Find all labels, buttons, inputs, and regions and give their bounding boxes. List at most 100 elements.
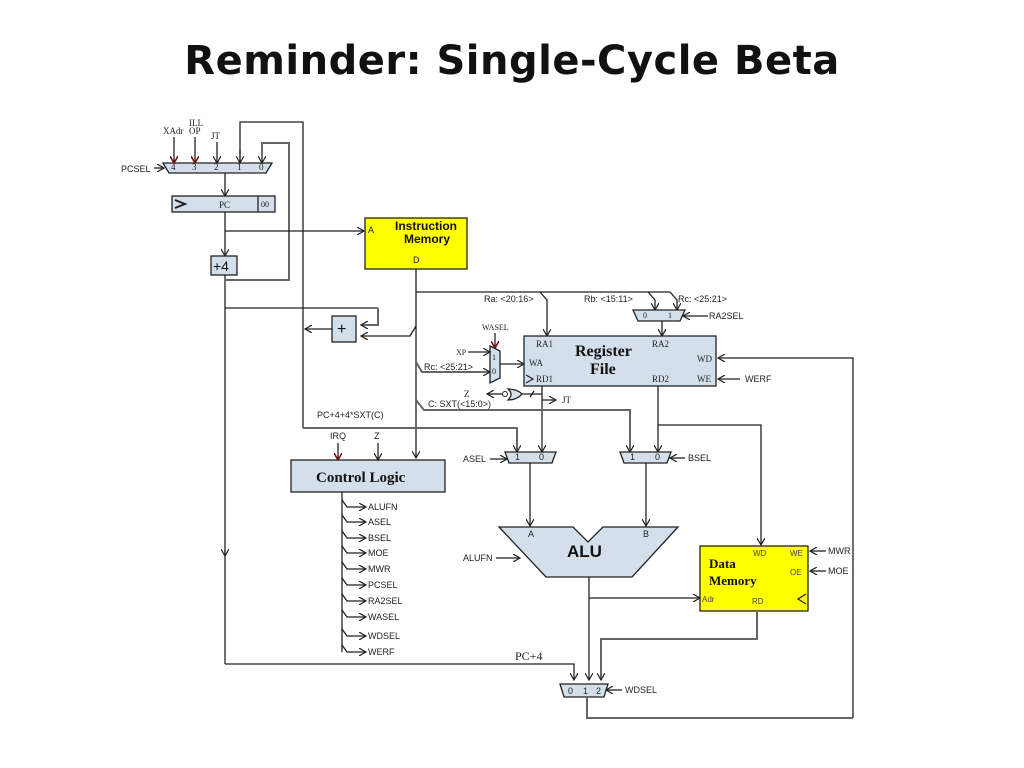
bsel-label: BSEL xyxy=(688,453,711,463)
control-output-ra2sel: RA2SEL xyxy=(341,593,403,606)
rc-field-label: Rc: <25:21> xyxy=(678,294,727,304)
xp-label: XP xyxy=(456,348,467,357)
z-output-label: Z xyxy=(464,389,470,399)
alufn-label: ALUFN xyxy=(463,553,493,563)
illop-label-1: ILL xyxy=(189,118,203,128)
incrementer-label: +4 xyxy=(213,258,229,274)
jt-output-label: JT xyxy=(562,395,572,405)
illop-label-2: OP xyxy=(189,126,201,136)
werf-label: WERF xyxy=(745,374,772,384)
pc-register: PC 00 xyxy=(171,195,276,213)
control-output-wdsel: WDSEL xyxy=(341,628,400,641)
dmem-port-wd: WD xyxy=(753,549,767,558)
irq-label: IRQ xyxy=(330,431,346,441)
wasel-input-0: 0 xyxy=(492,367,496,376)
dmem-port-we: WE xyxy=(790,549,803,558)
ra2sel-input-0: 0 xyxy=(643,311,647,320)
rf-port-wa: WA xyxy=(529,358,543,368)
branch-adder-label: + xyxy=(337,321,346,338)
imem-port-d: D xyxy=(413,255,420,265)
ra2sel-mux: 0 1 xyxy=(631,309,687,322)
svg-text:BSEL: BSEL xyxy=(368,533,391,543)
wasel-label: WASEL xyxy=(482,323,509,332)
pcsel-input-4: 4 xyxy=(171,162,176,172)
control-output-moe: MOE xyxy=(341,545,389,558)
control-output-pcsel: PCSEL xyxy=(341,577,398,590)
pcsel-input-1: 1 xyxy=(237,162,242,172)
control-logic-title: Control Logic xyxy=(316,470,406,486)
control-z-label: Z xyxy=(374,431,380,441)
ra2sel-input-1: 1 xyxy=(668,311,672,320)
xadr-label: XAdr xyxy=(163,126,184,136)
branch-adder: + xyxy=(331,315,357,343)
imem-title-1: Instruction xyxy=(395,219,457,233)
dmem-title-2: Memory xyxy=(709,573,757,588)
rb-field-label: Rb: <15:11> xyxy=(584,294,633,304)
branch-target-label: PC+4+4*SXT(C) xyxy=(317,410,384,420)
svg-text:WERF: WERF xyxy=(368,647,395,657)
imem-port-a: A xyxy=(368,225,374,235)
rf-port-we: WE xyxy=(697,374,711,384)
control-output-alufn: ALUFN xyxy=(341,499,398,512)
slide-title: Reminder: Single-Cycle Beta xyxy=(184,38,840,84)
pcsel-input-2: 2 xyxy=(214,162,219,172)
svg-text:MWR: MWR xyxy=(368,564,391,574)
asel-input-1: 1 xyxy=(515,452,520,462)
dmem-port-adr: Adr xyxy=(702,595,715,604)
instruction-memory: A Instruction Memory D xyxy=(364,217,468,270)
wdsel-input-2: 2 xyxy=(596,686,601,696)
pc-label: PC xyxy=(219,200,230,210)
control-output-wasel: WASEL xyxy=(341,609,399,622)
control-output-asel: ASEL xyxy=(341,514,391,527)
pcsel-input-3: 3 xyxy=(192,162,197,172)
bsel-input-1: 1 xyxy=(630,452,635,462)
dmem-port-oe: OE xyxy=(790,568,802,577)
control-output-mwr: MWR xyxy=(341,561,391,574)
wdsel-input-1: 1 xyxy=(583,686,588,696)
data-memory: WD WE OE Adr RD Data Memory xyxy=(699,545,809,612)
register-file: RA1 RA2 WA WD RD1 RD2 WE Register File xyxy=(523,335,717,387)
rf-port-wd: WD xyxy=(697,354,712,364)
control-outputs: ALUFN ASEL BSEL MOE MWR PCSEL RA2SEL WAS… xyxy=(341,499,403,657)
rf-port-rd1: RD1 xyxy=(536,374,553,384)
dmem-port-rd: RD xyxy=(752,597,764,606)
pcsel-mux-body xyxy=(161,162,274,174)
wdsel-label: WDSEL xyxy=(625,685,657,695)
svg-text:RA2SEL: RA2SEL xyxy=(368,596,403,606)
wdsel-input-0: 0 xyxy=(568,686,573,696)
jt-input-label: JT xyxy=(211,131,221,141)
asel-input-0: 0 xyxy=(539,452,544,462)
alu-port-b: B xyxy=(643,529,649,539)
rf-title-1: Register xyxy=(575,343,632,360)
alu-title: ALU xyxy=(567,542,602,561)
rc-wa-label: Rc: <25:21> xyxy=(424,362,473,372)
pcsel-input-0: 0 xyxy=(259,162,264,172)
rf-port-ra2: RA2 xyxy=(652,339,669,349)
dmem-title-1: Data xyxy=(709,556,736,571)
mwr-label: MWR xyxy=(828,546,851,556)
bsel-mux: 1 0 xyxy=(619,451,672,464)
zero-detect-gate xyxy=(506,388,523,401)
pc4-label: PC+4 xyxy=(515,649,542,663)
control-output-werf: WERF xyxy=(341,644,395,657)
imem-title-2: Memory xyxy=(404,232,450,246)
c-sxt-label: C: SXT(<15:0>) xyxy=(428,399,491,409)
pcsel-label: PCSEL xyxy=(121,164,151,174)
ra-field-label: Ra: <20:16> xyxy=(484,294,534,304)
svg-text:PCSEL: PCSEL xyxy=(368,580,398,590)
wasel-mux: 1 0 xyxy=(489,344,501,385)
rf-port-rd2: RD2 xyxy=(652,374,669,384)
ra2sel-label: RA2SEL xyxy=(709,311,744,321)
svg-text:ALUFN: ALUFN xyxy=(368,502,398,512)
svg-text:MOE: MOE xyxy=(368,548,389,558)
alu-port-a: A xyxy=(528,529,534,539)
rf-title-2: File xyxy=(590,361,616,378)
pc-low-bits: 00 xyxy=(261,200,269,209)
control-output-bsel: BSEL xyxy=(341,530,391,543)
wdsel-mux: 0 1 2 xyxy=(559,683,609,698)
asel-mux: 1 0 xyxy=(504,451,557,464)
rf-port-ra1: RA1 xyxy=(536,339,553,349)
incrementer: +4 xyxy=(210,255,238,276)
wasel-input-1: 1 xyxy=(492,353,496,362)
